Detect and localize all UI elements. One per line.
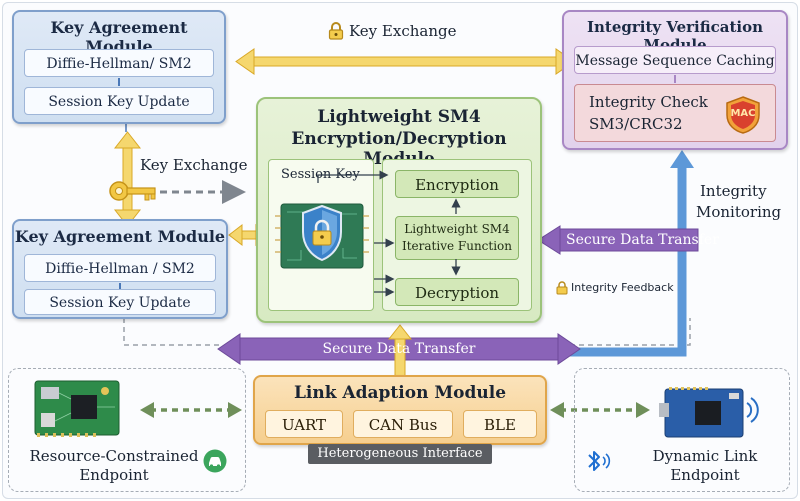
key-icon [108, 176, 160, 210]
secure-transfer-center-label: Secure Data Transfer [322, 341, 476, 357]
algorithm-label: Diffie-Hellman/ SM2 [24, 49, 214, 77]
inner-connector [118, 78, 120, 86]
can-bus-interface: CAN Bus [353, 410, 453, 438]
algorithm-label: Diffie-Hellman / SM2 [24, 254, 216, 282]
session-key-update-label: Session Key Update [24, 289, 216, 315]
integrity-feedback-label: Integrity Feedback [571, 281, 674, 294]
resource-constrained-endpoint: Resource-Constrained Endpoint [8, 368, 246, 492]
decryption-box: Decryption [395, 278, 519, 306]
endpoint-label-2: Endpoint [79, 466, 149, 484]
inner-connector [119, 283, 121, 289]
ble-interface: BLE [463, 410, 537, 438]
integrity-check-box: Integrity Check SM3/CRC32 MAC [574, 84, 776, 142]
key-exchange-vertical-arrow [113, 131, 142, 227]
endpoint-label-1: Resource-Constrained [29, 447, 199, 465]
encryption-box: Encryption [395, 170, 519, 198]
inner-connector [674, 75, 676, 83]
left-endpoint-link [140, 402, 242, 418]
lock-icon [328, 22, 344, 44]
kam-dashed-line [123, 318, 222, 346]
key-agreement-module-bottom: Key Agreement Module Diffie-Hellman / SM… [12, 219, 228, 319]
iterative-label-1: Lightweight SM4 [404, 222, 510, 236]
link-adaption-module: Link Adaption Module UART CAN Bus BLE [253, 375, 547, 445]
iterative-label-2: Iterative Function [401, 239, 513, 253]
sm4-module: Lightweight SM4 Encryption/Decryption Mo… [256, 97, 542, 323]
heterogeneous-interface-label: Heterogeneous Interface [308, 444, 492, 464]
module-title: Key Agreement Module [14, 227, 226, 246]
message-caching-label: Message Sequence Caching [574, 46, 776, 74]
key-exchange-top-label: Key Exchange [349, 22, 457, 40]
key-exchange-top-arrow [235, 48, 575, 75]
mac-badge-label: MAC [730, 108, 756, 119]
key-agreement-module-top: Key Agreement Module Diffie-Hellman/ SM2… [12, 10, 226, 124]
integrity-monitoring-label-2: Monitoring [696, 203, 782, 221]
bluetooth-icon [585, 447, 611, 475]
session-key-update-label: Session Key Update [24, 87, 214, 115]
right-dashed-line [570, 318, 691, 346]
process-panel: Encryption Lightweight SM4 Iterative Fun… [382, 159, 532, 311]
uart-interface: UART [265, 410, 343, 438]
secure-chip-icon [275, 196, 369, 276]
integrity-check-label: Integrity Check [589, 93, 708, 111]
endpoint-label-2: Endpoint [670, 466, 740, 484]
secure-transfer-right-label: Secure Data Transfer [566, 232, 719, 248]
dynamic-link-endpoint: Dynamic Link Endpoint [574, 368, 790, 492]
integrity-verification-module: Integrity Verification Module Message Se… [562, 10, 788, 150]
module-title-line1: Lightweight SM4 [317, 107, 481, 127]
lock-icon [556, 280, 568, 299]
key-exchange-side-label: Key Exchange [140, 156, 248, 174]
car-icon [203, 449, 227, 473]
iterative-function-box: Lightweight SM4 Iterative Function [395, 216, 519, 260]
key-panel: Session Key [268, 159, 374, 311]
right-endpoint-link [550, 402, 650, 418]
circuit-board-icon [31, 377, 123, 439]
integrity-monitoring-label-1: Integrity [700, 182, 767, 200]
mac-shield-icon: MAC [723, 95, 763, 135]
secure-transfer-right-arrow [537, 225, 699, 255]
module-title: Link Adaption Module [293, 383, 507, 403]
endpoint-label-1: Dynamic Link [652, 447, 758, 465]
algorithm-label: SM3/CRC32 [589, 115, 683, 133]
dev-board-icon [659, 381, 759, 443]
sm4-internal-arrows [317, 170, 461, 297]
